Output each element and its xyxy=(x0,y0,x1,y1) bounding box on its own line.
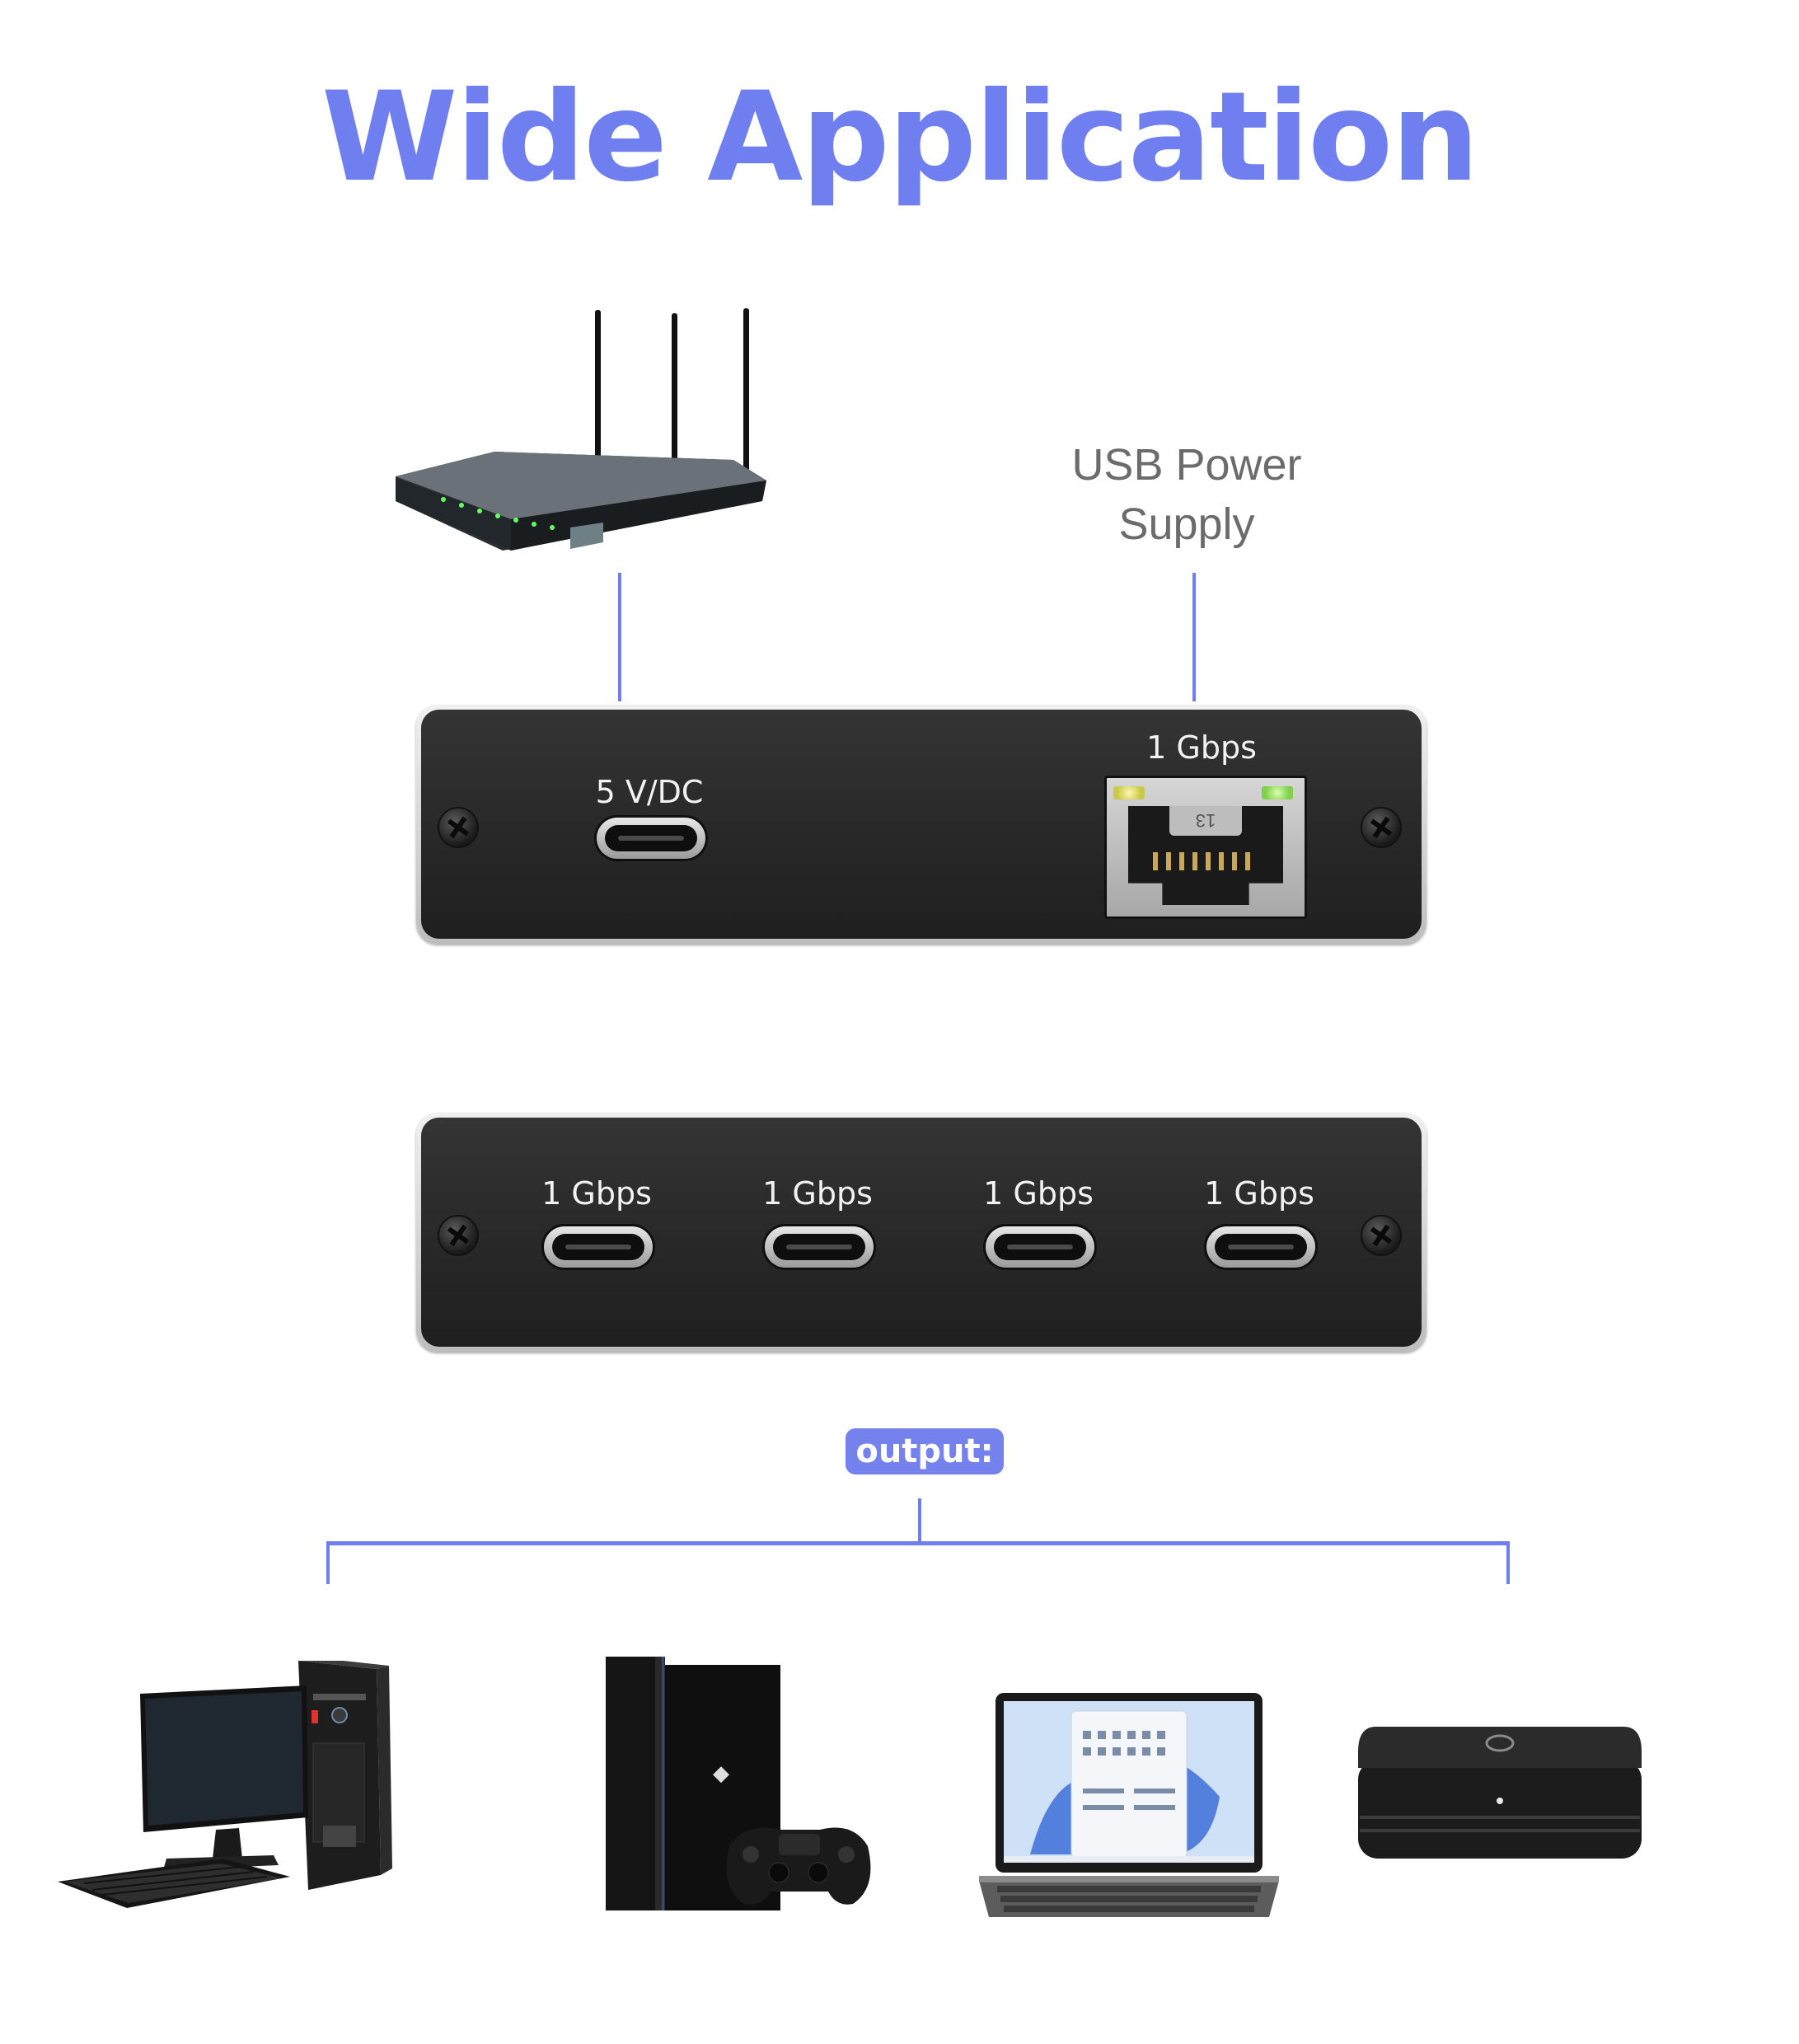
usb-c-power-port[interactable] xyxy=(597,818,705,859)
streaming-box-icon xyxy=(1358,1727,1642,1859)
ethernet-port-label: 1 Gbps xyxy=(1146,729,1257,766)
router-connector-line xyxy=(618,573,621,701)
ethernet-port-mark: 13 xyxy=(1195,810,1216,831)
output-bracket-stem xyxy=(918,1498,921,1544)
laptop-icon xyxy=(979,1693,1279,1917)
svg-text:◆: ◆ xyxy=(713,1761,729,1786)
usb-power-supply-label: USB Power Supply xyxy=(1022,435,1352,554)
screw-icon xyxy=(438,1215,479,1256)
input-panel: 5 V/DC 1 Gbps 13 xyxy=(416,705,1427,944)
ethernet-port[interactable]: 13 xyxy=(1104,776,1307,919)
ethernet-socket-tab: 13 xyxy=(1169,806,1242,836)
output-bracket-bar xyxy=(326,1541,1510,1545)
game-console-icon: ◆ xyxy=(606,1657,871,1910)
usb-power-supply-line-1: USB Power xyxy=(1071,440,1302,490)
screw-icon xyxy=(1361,807,1402,848)
power-port-label: 5 V/DC xyxy=(595,774,704,810)
desktop-computer-icon xyxy=(58,1661,392,1908)
ethernet-led-left xyxy=(1113,786,1145,799)
ethernet-pins xyxy=(1153,852,1258,870)
usb-c-output-port-4[interactable] xyxy=(1206,1226,1315,1268)
screw-icon xyxy=(1361,1215,1402,1256)
screw-icon xyxy=(438,807,479,848)
output-panel: 1 Gbps 1 Gbps 1 Gbps 1 Gbps xyxy=(416,1113,1427,1352)
output-panel-face: 1 Gbps 1 Gbps 1 Gbps 1 Gbps xyxy=(421,1118,1422,1347)
output-badge: output: xyxy=(846,1428,1004,1474)
usb-c-output-port-1[interactable] xyxy=(544,1226,653,1268)
usb-c-output-port-2[interactable] xyxy=(765,1226,874,1268)
output-bracket-left xyxy=(326,1541,330,1584)
output-port-3-label: 1 Gbps xyxy=(983,1175,1094,1212)
usb-c-output-port-3[interactable] xyxy=(986,1226,1094,1268)
wifi-router-icon xyxy=(396,308,766,551)
input-panel-face: 5 V/DC 1 Gbps 13 xyxy=(421,710,1422,939)
output-bracket-right xyxy=(1506,1541,1510,1584)
ethernet-led-right xyxy=(1262,786,1293,799)
output-port-1-label: 1 Gbps xyxy=(541,1175,652,1212)
page-title: Wide Application xyxy=(321,66,1479,209)
usb-power-supply-line-2: Supply xyxy=(1118,499,1255,549)
power-connector-line xyxy=(1192,573,1196,701)
output-port-4-label: 1 Gbps xyxy=(1204,1175,1314,1212)
output-port-2-label: 1 Gbps xyxy=(762,1175,873,1212)
